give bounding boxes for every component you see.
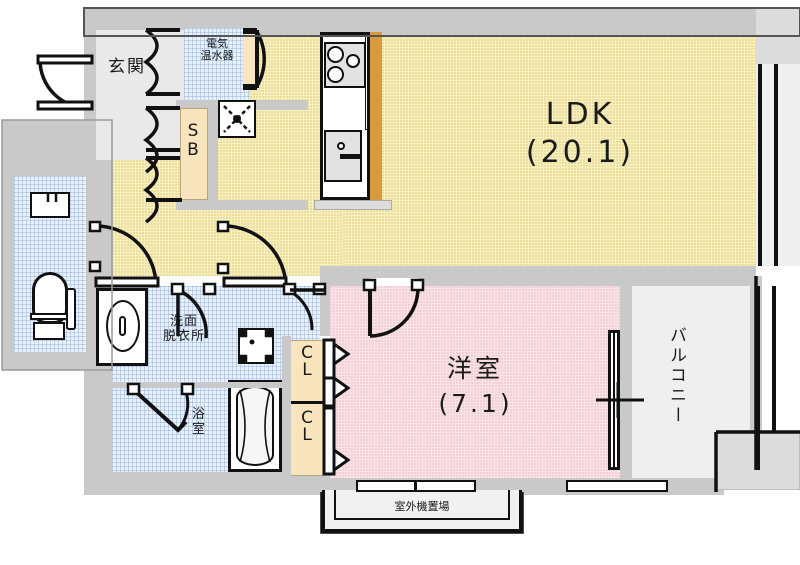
- stove-burner-3: [327, 66, 344, 83]
- stove-burner-1: [327, 46, 344, 63]
- ceiling-vent-icon: [218, 100, 256, 138]
- washroom-label: 洗面 脱衣所: [162, 314, 205, 344]
- ldk-corner-notch: [756, 8, 800, 64]
- balcony-top-wall: [632, 276, 762, 286]
- washbasin-divider: [112, 382, 198, 388]
- balcony-rail-2: [772, 286, 776, 432]
- balcony-label: バルコニー: [666, 326, 687, 426]
- closet-back-wall: [282, 336, 291, 478]
- ldk-right-window-ledge: [756, 36, 800, 266]
- ldk-area-label: (20.1): [525, 135, 635, 170]
- bedroom-right-window: [566, 480, 668, 492]
- toilet-seat-bar: [30, 313, 70, 320]
- toilet-base: [33, 322, 65, 340]
- ldk-corridor-floor: [112, 160, 342, 276]
- ldk-right-window-frame-2: [774, 44, 778, 266]
- entrance-label: 玄関: [108, 57, 146, 77]
- washbasin-faucet: [119, 316, 126, 336]
- hall-wall-vert: [208, 108, 218, 206]
- bedroom-bottom-window-mullion: [414, 480, 417, 492]
- bedroom-top-wall: [320, 276, 630, 286]
- washroom-bath-divider: [196, 382, 320, 388]
- ldk-label: LDK: [545, 97, 615, 132]
- hall-wall-bottom: [176, 200, 308, 210]
- bedroom-door-opening: [370, 276, 418, 286]
- kitchen-thin-line: [365, 36, 368, 130]
- balcony-rail-1: [756, 286, 760, 470]
- bathroom-label: 浴 室: [191, 407, 206, 437]
- bedroom-area-label: (7.1): [438, 389, 513, 418]
- closet-upper-label: C L: [301, 343, 313, 380]
- bedroom-right-wall: [620, 276, 632, 478]
- sink-faucet: [340, 154, 362, 159]
- shoe-box: [180, 108, 208, 200]
- washroom-vent-icon: [238, 328, 274, 364]
- bedroom-left-wall: [320, 276, 330, 336]
- kitchen-wood-panel: [368, 32, 382, 200]
- ldk-bottom-wall: [320, 266, 756, 278]
- stove-burner-2: [346, 54, 360, 68]
- water-heater-label: 電気 温水器: [200, 37, 234, 63]
- kitchen-base-shadow: [314, 200, 392, 210]
- closet-lower-label: C L: [301, 408, 313, 445]
- closet-divider-line: [290, 401, 324, 404]
- outdoor-unit-label: 室外機置場: [394, 500, 450, 513]
- balcony-door-rail: [613, 330, 615, 470]
- entry-door-panel: [243, 30, 257, 86]
- ldk-right-window-frame-1: [758, 44, 762, 266]
- toilet-control-panel: [66, 288, 76, 330]
- shoe-box-label: S B: [187, 121, 201, 161]
- bathtub-inner: [236, 386, 274, 466]
- toilet-tank: [30, 192, 70, 218]
- water-heater-closet: [184, 28, 250, 100]
- sink-drain: [337, 142, 345, 150]
- bedroom-label: 洋室: [446, 354, 503, 383]
